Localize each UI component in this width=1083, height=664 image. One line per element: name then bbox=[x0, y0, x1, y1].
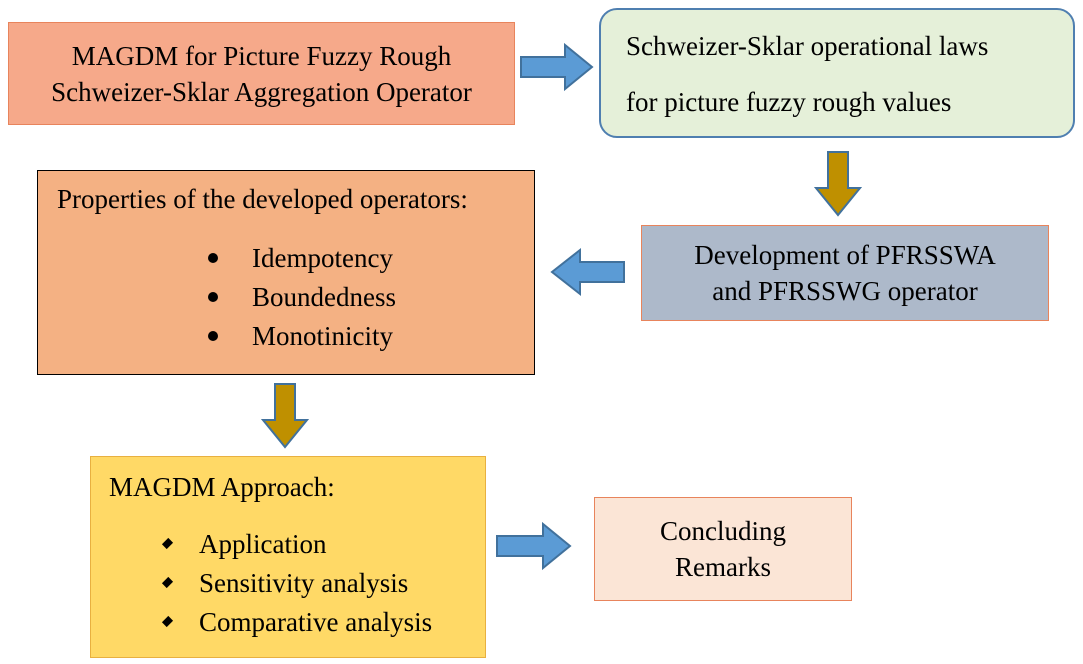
arrow-left-icon bbox=[550, 247, 625, 297]
properties-box: Properties of the developed operators: I… bbox=[37, 170, 535, 375]
diamond-bullet-icon bbox=[161, 615, 174, 628]
approach-heading: MAGDM Approach: bbox=[109, 472, 335, 502]
diamond-bullet-icon bbox=[161, 576, 174, 589]
title-line-1: MAGDM for Picture Fuzzy Rough bbox=[71, 40, 452, 71]
concluding-box: Concluding Remarks bbox=[594, 497, 852, 601]
title-box: MAGDM for Picture Fuzzy Rough Schweizer-… bbox=[8, 22, 515, 125]
arrow-right-icon bbox=[496, 521, 572, 571]
development-line-1: Development of PFRSSWA bbox=[694, 240, 996, 270]
arrow-down-icon bbox=[813, 151, 863, 217]
properties-heading: Properties of the developed operators: bbox=[57, 184, 468, 214]
list-item: Monotinicity bbox=[208, 317, 396, 356]
list-item: Application bbox=[161, 525, 432, 564]
arrow-down-icon bbox=[260, 383, 310, 449]
development-line-2: and PFRSSWG operator bbox=[712, 276, 978, 306]
diamond-bullet-icon bbox=[161, 537, 174, 550]
properties-list: Idempotency Boundedness Monotinicity bbox=[208, 239, 396, 356]
approach-list: Application Sensitivity analysis Compara… bbox=[161, 525, 432, 642]
operational-laws-box: Schweizer-Sklar operational laws for pic… bbox=[599, 8, 1075, 138]
concluding-line-2: Remarks bbox=[675, 552, 771, 582]
title-line-2: Schweizer-Sklar Aggregation Operator bbox=[51, 76, 472, 107]
bullet-icon bbox=[208, 331, 218, 341]
list-item: Idempotency bbox=[208, 239, 396, 278]
list-item: Comparative analysis bbox=[161, 603, 432, 642]
arrow-right-icon bbox=[520, 42, 594, 92]
list-item: Sensitivity analysis bbox=[161, 564, 432, 603]
laws-line-1: Schweizer-Sklar operational laws bbox=[626, 31, 989, 61]
laws-line-2: for picture fuzzy rough values bbox=[626, 87, 952, 117]
approach-box: MAGDM Approach: Application Sensitivity … bbox=[90, 456, 486, 658]
development-box: Development of PFRSSWA and PFRSSWG opera… bbox=[641, 225, 1049, 321]
bullet-icon bbox=[208, 292, 218, 302]
list-item: Boundedness bbox=[208, 278, 396, 317]
concluding-line-1: Concluding bbox=[660, 516, 786, 546]
bullet-icon bbox=[208, 253, 218, 263]
